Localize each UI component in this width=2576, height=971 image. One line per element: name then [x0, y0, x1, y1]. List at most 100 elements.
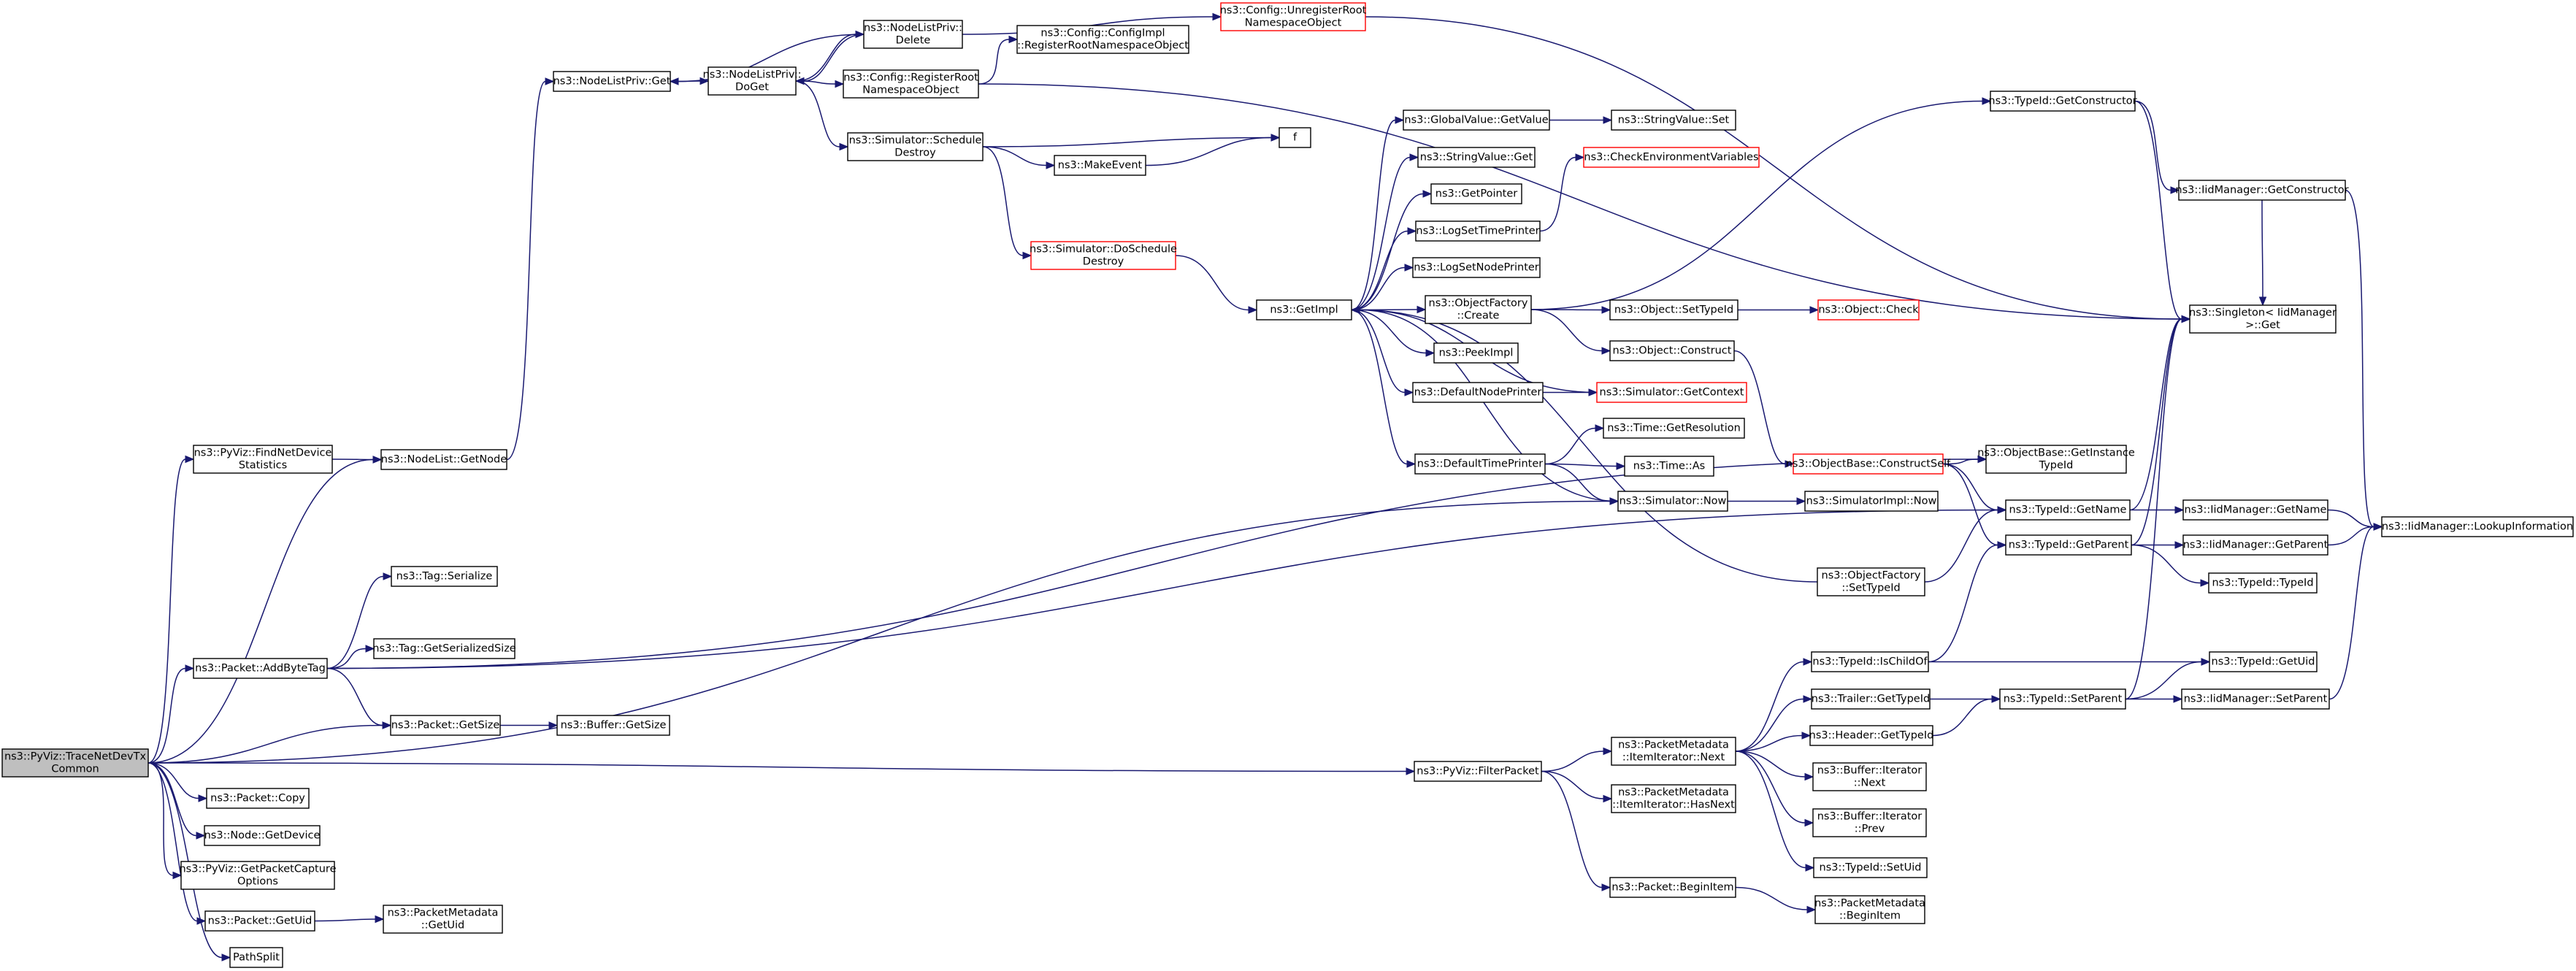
node-unregisterroot[interactable]: ns3::Config::UnregisterRootNamespaceObje…: [1220, 2, 1367, 31]
node-getimpl[interactable]: ns3::GetImpl: [1256, 299, 1352, 321]
node-pmiterhasnext[interactable]: ns3::PacketMetadata::ItemIterator::HasNe…: [1611, 784, 1736, 813]
edge-line: [1365, 16, 2182, 320]
node-objfactorycreate[interactable]: ns3::ObjectFactory::Create: [1425, 295, 1532, 324]
edge-line: [147, 762, 198, 922]
node-nodelistgetnode[interactable]: ns3::NodeList::GetNode: [380, 449, 507, 470]
node-taggetserializedsize[interactable]: ns3::Tag::GetSerializedSize: [372, 638, 516, 659]
node-peekimpl[interactable]: ns3::PeekImpl: [1433, 342, 1519, 364]
node-nodelistprivget[interactable]: ns3::NodeListPriv::Get: [553, 71, 671, 92]
edge-arrowhead: [1406, 767, 1416, 775]
node-defaultnodeprinter[interactable]: ns3::DefaultNodePrinter: [1412, 382, 1544, 403]
node-typeidgetuid[interactable]: ns3::TypeId::GetUid: [2209, 651, 2318, 672]
node-logsettimeprinter[interactable]: ns3::LogSetTimePrinter: [1415, 220, 1541, 242]
edge-line: [982, 146, 1047, 166]
edge-line: [1145, 137, 1272, 166]
node-label: ns3::Simulator::DoSchedule: [1030, 244, 1177, 256]
node-timegetres[interactable]: ns3::Time::GetResolution: [1603, 418, 1745, 439]
node-constructself[interactable]: ns3::ObjectBase::ConstructSelf: [1786, 453, 1951, 475]
node-f[interactable]: f: [1279, 127, 1311, 148]
node-box: [2005, 534, 2132, 556]
edge-findnetdev-to-nodelistgetnode: [331, 456, 383, 464]
node-bufiterprev[interactable]: ns3::Buffer::Iterator::Prev: [1812, 808, 1927, 837]
node-iidsetparent[interactable]: ns3::IidManager::SetParent: [2181, 688, 2330, 710]
node-pmbeginitem[interactable]: ns3::PacketMetadata::BeginItem: [1814, 895, 1925, 924]
node-label: ns3::PacketMetadata: [1618, 740, 1729, 751]
edge-getimpl-to-logsettimeprinter: [1351, 227, 1417, 311]
node-nodegetdevice[interactable]: ns3::Node::GetDevice: [204, 825, 321, 846]
node-stringvalueset[interactable]: ns3::StringValue::Set: [1611, 110, 1736, 131]
edge-arrowhead: [1603, 747, 1613, 756]
node-objectconstruct[interactable]: ns3::Object::Construct: [1609, 340, 1735, 361]
node-iidgetparent[interactable]: ns3::IidManager::GetParent: [2182, 534, 2328, 556]
node-buffergetsize[interactable]: ns3::Buffer::GetSize: [556, 715, 670, 736]
node-pmgetuid[interactable]: ns3::PacketMetadata::GetUid: [383, 905, 503, 934]
node-stringvalueget[interactable]: ns3::StringValue::Get: [1417, 147, 1536, 168]
node-checkenv[interactable]: ns3::CheckEnvironmentVariables: [1583, 147, 1760, 168]
node-headergettypeid[interactable]: ns3::Header::GetTypeId: [1809, 725, 1934, 746]
edge-arrowhead: [1046, 161, 1056, 169]
edge-getimpl-to-getpointer: [1351, 190, 1433, 311]
node-label: ns3::TypeId::GetConstructor: [1988, 96, 2136, 107]
node-defaulttimeprinter[interactable]: ns3::DefaultTimePrinter: [1414, 453, 1546, 475]
node-singleton[interactable]: ns3::Singleton< IidManager >::Get: [2189, 304, 2337, 334]
edge-line: [1351, 266, 1406, 311]
edge-defaulttimeprinter-to-timegetres: [1544, 424, 1605, 465]
node-packetgetuid[interactable]: ns3::Packet::GetUid: [204, 910, 315, 932]
node-label: ns3::TypeId::GetParent: [2009, 540, 2129, 551]
edge-arrowhead: [1982, 97, 1992, 105]
node-bufiternext[interactable]: ns3::Buffer::Iterator::Next: [1812, 762, 1927, 791]
node-objectcheck[interactable]: ns3::Object::Check: [1817, 299, 1920, 321]
node-packetgetsize[interactable]: ns3::Packet::GetSize: [390, 715, 501, 736]
node-globalvalue[interactable]: ns3::GlobalValue::GetValue: [1403, 110, 1550, 131]
node-label: ns3::Tag::Serialize: [396, 571, 493, 583]
node-typeidsetparent[interactable]: ns3::TypeId::SetParent: [1999, 688, 2126, 710]
node-objectsettypeid[interactable]: ns3::Object::SetTypeId: [1609, 299, 1739, 321]
node-typeidtypeid[interactable]: ns3::TypeId::TypeId: [2208, 572, 2318, 594]
edge-iidsetparent-to-lookupinfo: [2328, 523, 2383, 700]
node-typeidischildof[interactable]: ns3::TypeId::IsChildOf: [1811, 651, 1929, 672]
node-box: [2209, 651, 2318, 672]
node-pmiternext[interactable]: ns3::PacketMetadata::ItemIterator::Next: [1611, 737, 1736, 766]
node-timeas[interactable]: ns3::Time::As: [1624, 456, 1714, 477]
node-nodelistprivdoget[interactable]: ns3::NodeListPriv::DoGet: [703, 66, 802, 96]
node-label: ns3::TypeId::GetUid: [2212, 656, 2315, 668]
node-simnow[interactable]: ns3::Simulator::Now: [1617, 491, 1728, 512]
edge-arrowhead: [2373, 523, 2383, 531]
edge-arrowhead: [1395, 116, 1405, 124]
node-typeidgetname[interactable]: ns3::TypeId::GetName: [2005, 499, 2131, 521]
node-getpointer[interactable]: ns3::GetPointer: [1430, 183, 1522, 204]
edge-arrowhead: [1417, 305, 1427, 314]
edge-line: [2345, 189, 2374, 528]
node-objfactorysettypeid[interactable]: ns3::ObjectFactory::SetTypeId: [1817, 567, 1925, 596]
node-simgetcontext[interactable]: ns3::Simulator::GetContext: [1596, 382, 1747, 403]
node-packetcopy[interactable]: ns3::Packet::Copy: [206, 788, 310, 809]
node-packetaddbytetag[interactable]: ns3::Packet::AddByteTag: [193, 658, 328, 679]
node-registerroot[interactable]: ns3::Config::RegisterRootNamespaceObject: [843, 69, 979, 99]
node-iidgetconstructor[interactable]: ns3::IidManager::GetConstructor: [2175, 180, 2349, 201]
node-iidgetname[interactable]: ns3::IidManager::GetName: [2182, 499, 2328, 521]
node-simimplnow[interactable]: ns3::SimulatorImpl::Now: [1804, 491, 1939, 512]
node-typeidgetconstructor[interactable]: ns3::TypeId::GetConstructor: [1988, 91, 2137, 112]
node-logsetnodeprinter[interactable]: ns3::LogSetNodePrinter: [1412, 257, 1541, 278]
node-typeidgetparent[interactable]: ns3::TypeId::GetParent: [2005, 534, 2132, 556]
node-typeidsetuid[interactable]: ns3::TypeId::SetUid: [1813, 857, 1928, 878]
edge-line: [982, 137, 1272, 147]
edge-arrowhead: [2170, 186, 2180, 194]
node-lookupinfo[interactable]: ns3::IidManager::LookupInformation: [2381, 516, 2574, 537]
node-box: [1985, 445, 2127, 474]
node-trailergettypeid[interactable]: ns3::Trailer::GetTypeId: [1811, 688, 1931, 710]
node-nodelistprivdelete[interactable]: ns3::NodeListPriv::Delete: [863, 20, 963, 49]
node-filterpacket[interactable]: ns3::PyViz::FilterPacket: [1414, 761, 1542, 782]
node-configimplregister[interactable]: ns3::Config::ConfigImpl::RegisterRootNam…: [1016, 25, 1189, 54]
node-packetbeginitem[interactable]: ns3::Packet::BeginItem: [1609, 877, 1736, 898]
node-makeevent[interactable]: ns3::MakeEvent: [1054, 155, 1146, 176]
node-pathsplit[interactable]: PathSplit: [229, 947, 283, 968]
node-tagserialize[interactable]: ns3::Tag::Serialize: [391, 566, 498, 587]
edge-packetgetsize-to-buffergetsize: [499, 721, 559, 729]
node-label: ns3::PacketMetadata: [1814, 898, 1925, 910]
